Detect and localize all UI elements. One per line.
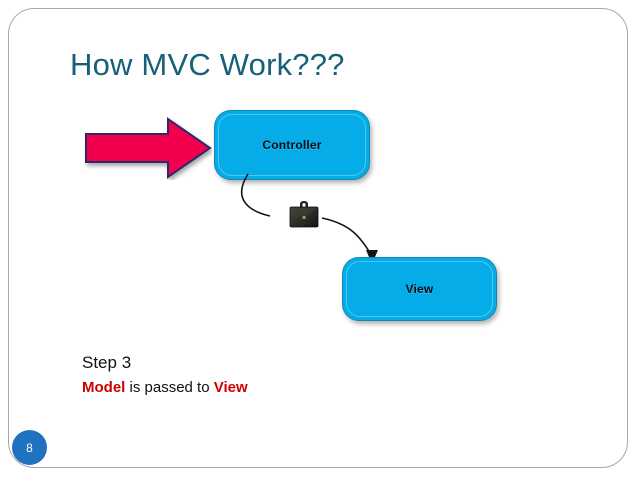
- step-description-view: View: [213, 379, 248, 396]
- inbound-block-arrow-icon: [85, 117, 212, 179]
- page-title: How MVC Work???: [70, 47, 345, 82]
- step-description-model: Model: [82, 379, 126, 396]
- node-controller-label: Controller: [262, 138, 322, 152]
- step-label: Step 3: [82, 353, 132, 372]
- node-view[interactable]: View: [342, 257, 497, 321]
- node-view-label: View: [405, 282, 434, 296]
- node-controller[interactable]: Controller: [214, 110, 370, 180]
- page-number-badge: 8: [12, 430, 47, 465]
- briefcase-icon: [289, 201, 319, 228]
- step-description-middle: is passed to: [125, 379, 214, 396]
- step-description: Model is passed to View: [82, 378, 462, 398]
- caption-block: Step 3 Model is passed to View: [82, 352, 462, 398]
- slide-frame: [8, 8, 628, 468]
- page-number-value: 8: [26, 440, 33, 455]
